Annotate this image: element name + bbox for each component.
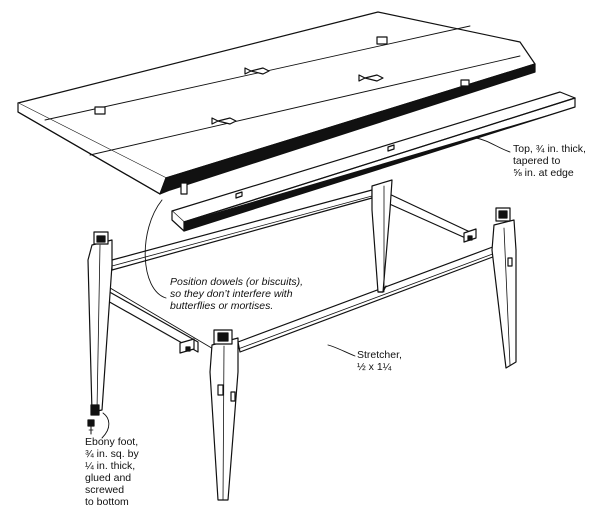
leader-dowels <box>144 199 167 299</box>
leg-back-right <box>371 179 393 293</box>
leg-front-left <box>209 329 239 501</box>
leg-back-left <box>87 231 113 416</box>
leader-stretcher <box>327 344 356 357</box>
dowel <box>180 182 188 195</box>
callout-stretcher: Stretcher, ½ x 1¼ <box>357 349 402 373</box>
ebony-foot <box>87 419 95 435</box>
tabletop-panel <box>17 11 536 195</box>
callout-top: Top, ¾ in. thick, tapered to ⅝ in. at ed… <box>513 143 586 179</box>
butterfly-keys <box>94 36 470 125</box>
callout-foot: Ebony foot, ¾ in. sq. by ¼ in. thick, gl… <box>85 436 139 508</box>
leader-foot <box>101 412 110 439</box>
leader-lines <box>101 137 511 439</box>
leg-front-right <box>491 207 517 369</box>
leader-top <box>475 137 511 153</box>
tenon-ends <box>179 228 477 354</box>
table-base <box>99 189 499 353</box>
callout-dowels: Position dowels (or biscuits), so they d… <box>170 276 304 312</box>
